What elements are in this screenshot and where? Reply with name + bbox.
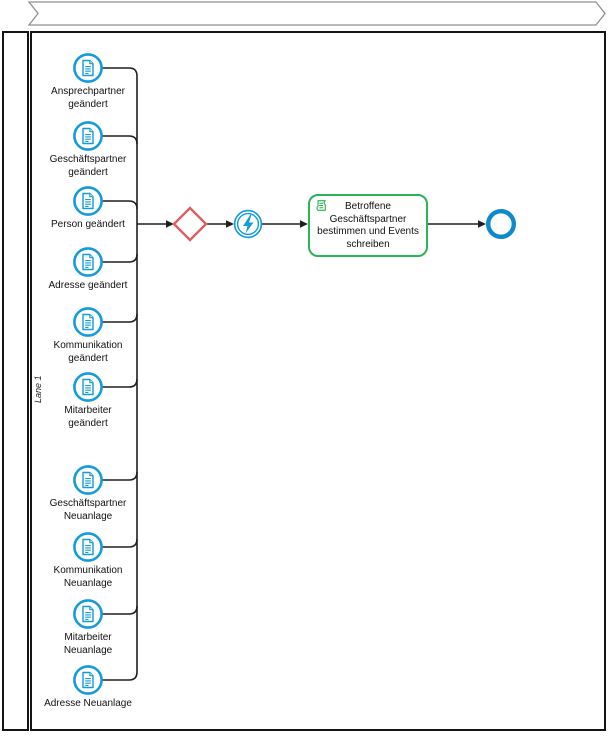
sequence-flows (102, 67, 486, 681)
event-label: Kommunikation geändert (53, 340, 123, 364)
start-event-geschaeftspartner-neuanlage[interactable]: Geschäftspartner Neuanlage (33, 464, 143, 523)
document-icon (72, 371, 104, 403)
script-icon (316, 200, 326, 211)
document-icon (72, 531, 104, 563)
end-event[interactable] (486, 208, 517, 239)
start-event-adresse-neuanlage[interactable]: Adresse Neuanlage (33, 664, 143, 711)
event-label: Mitarbeiter geändert (64, 405, 112, 429)
document-icon (72, 306, 104, 338)
start-event-mitarbeiter-neuanlage[interactable]: Mitarbeiter Neuanlage (33, 598, 143, 657)
document-icon (72, 52, 104, 84)
start-event-kommunikation-neuanlage[interactable]: Kommunikation Neuanlage (33, 531, 143, 590)
document-icon (72, 664, 104, 696)
task-label: Betroffene Geschäftspartner bestimmen un… (317, 201, 419, 250)
start-event-person-geaendert[interactable]: Person geändert (33, 185, 143, 232)
event-label: Ansprechpartner geändert (51, 86, 125, 110)
task-betroffene-geschaeftspartner[interactable]: Betroffene Geschäftspartner bestimmen un… (308, 194, 428, 257)
document-icon (72, 185, 104, 217)
document-icon (72, 120, 104, 152)
event-label: Person geändert (51, 219, 125, 230)
start-event-mitarbeiter-geaendert[interactable]: Mitarbeiter geändert (33, 371, 143, 430)
start-event-kommunikation-geaendert[interactable]: Kommunikation geändert (33, 306, 143, 365)
event-label: Adresse geändert (48, 280, 128, 291)
event-label: Geschäftspartner geändert (49, 154, 127, 178)
pool-header (2, 31, 29, 731)
document-icon (72, 598, 104, 630)
event-label: Mitarbeiter Neuanlage (63, 632, 113, 656)
intermediate-event[interactable] (233, 209, 263, 239)
start-event-ansprechpartner-geaendert[interactable]: Ansprechpartner geändert (33, 52, 143, 111)
start-event-geschaeftspartner-geaendert[interactable]: Geschäftspartner geändert (33, 120, 143, 179)
document-icon (72, 464, 104, 496)
event-label: Kommunikation Neuanlage (53, 565, 123, 589)
exclusive-gateway[interactable] (172, 206, 208, 242)
document-icon (72, 246, 104, 278)
event-label: Geschäftspartner Neuanlage (49, 498, 127, 522)
start-event-adresse-geaendert[interactable]: Adresse geändert (33, 246, 143, 293)
lightning-icon (243, 214, 254, 234)
arrowheads (166, 220, 486, 228)
event-label: Adresse Neuanlage (44, 698, 132, 709)
process-arrow-band (27, 1, 606, 26)
